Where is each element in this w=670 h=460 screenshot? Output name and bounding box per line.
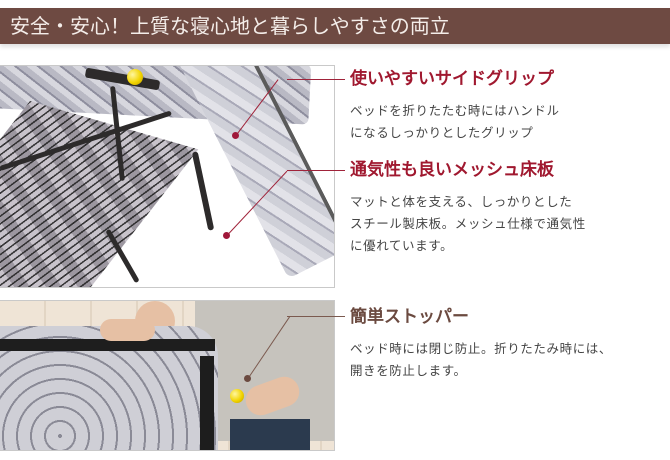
section-banner: 安全・安心！上質な寝心地と暮らしやすさの両立 bbox=[0, 8, 670, 44]
leader-line-2 bbox=[287, 170, 345, 171]
feature-side-grip: 使いやすいサイドグリップ ベッドを折りたたむ時にはハンドル になるしっかりとした… bbox=[350, 68, 660, 144]
folding-bed-stopper-photo bbox=[0, 300, 335, 451]
leader-line-1 bbox=[287, 79, 345, 80]
feature-description: ベッド時には閉じ防止。折りたたみ時には、 開きを防止します。 bbox=[350, 341, 613, 378]
feature-heading: 通気性も良いメッシュ床板 bbox=[350, 160, 554, 180]
side-grip-handle bbox=[191, 151, 215, 231]
feature-description: マットと体を支える、しっかりとした スチール製床板。メッシュ仕様で通気性 に優れ… bbox=[350, 194, 586, 253]
person-shirt bbox=[195, 301, 334, 441]
bed-frame-post bbox=[200, 356, 214, 450]
feature-stopper: 簡単ストッパー ベッド時には閉じ防止。折りたたみ時には、 開きを防止します。 bbox=[350, 306, 660, 382]
person-hand-left bbox=[100, 319, 155, 341]
stopper-knob bbox=[230, 389, 244, 403]
leader-line-3 bbox=[287, 316, 345, 317]
person-jeans bbox=[230, 419, 310, 450]
feature-heading: 簡単ストッパー bbox=[350, 307, 469, 327]
bed-frame-rail bbox=[0, 339, 215, 351]
feature-mesh-board: 通気性も良いメッシュ床板 マットと体を支える、しっかりとした スチール製床板。メ… bbox=[350, 159, 660, 257]
banner-title: 安全・安心！上質な寝心地と暮らしやすさの両立 bbox=[10, 14, 450, 38]
mesh-base-board bbox=[0, 101, 199, 287]
marker-dot-3 bbox=[244, 375, 251, 382]
marker-dot-2 bbox=[223, 232, 230, 239]
yellow-knob bbox=[127, 69, 143, 85]
marker-dot-1 bbox=[232, 132, 239, 139]
folding-bed-underside-photo bbox=[0, 65, 335, 288]
feature-heading: 使いやすいサイドグリップ bbox=[350, 69, 554, 89]
feature-description: ベッドを折りたたむ時にはハンドル になるしっかりとしたグリップ bbox=[350, 103, 560, 140]
